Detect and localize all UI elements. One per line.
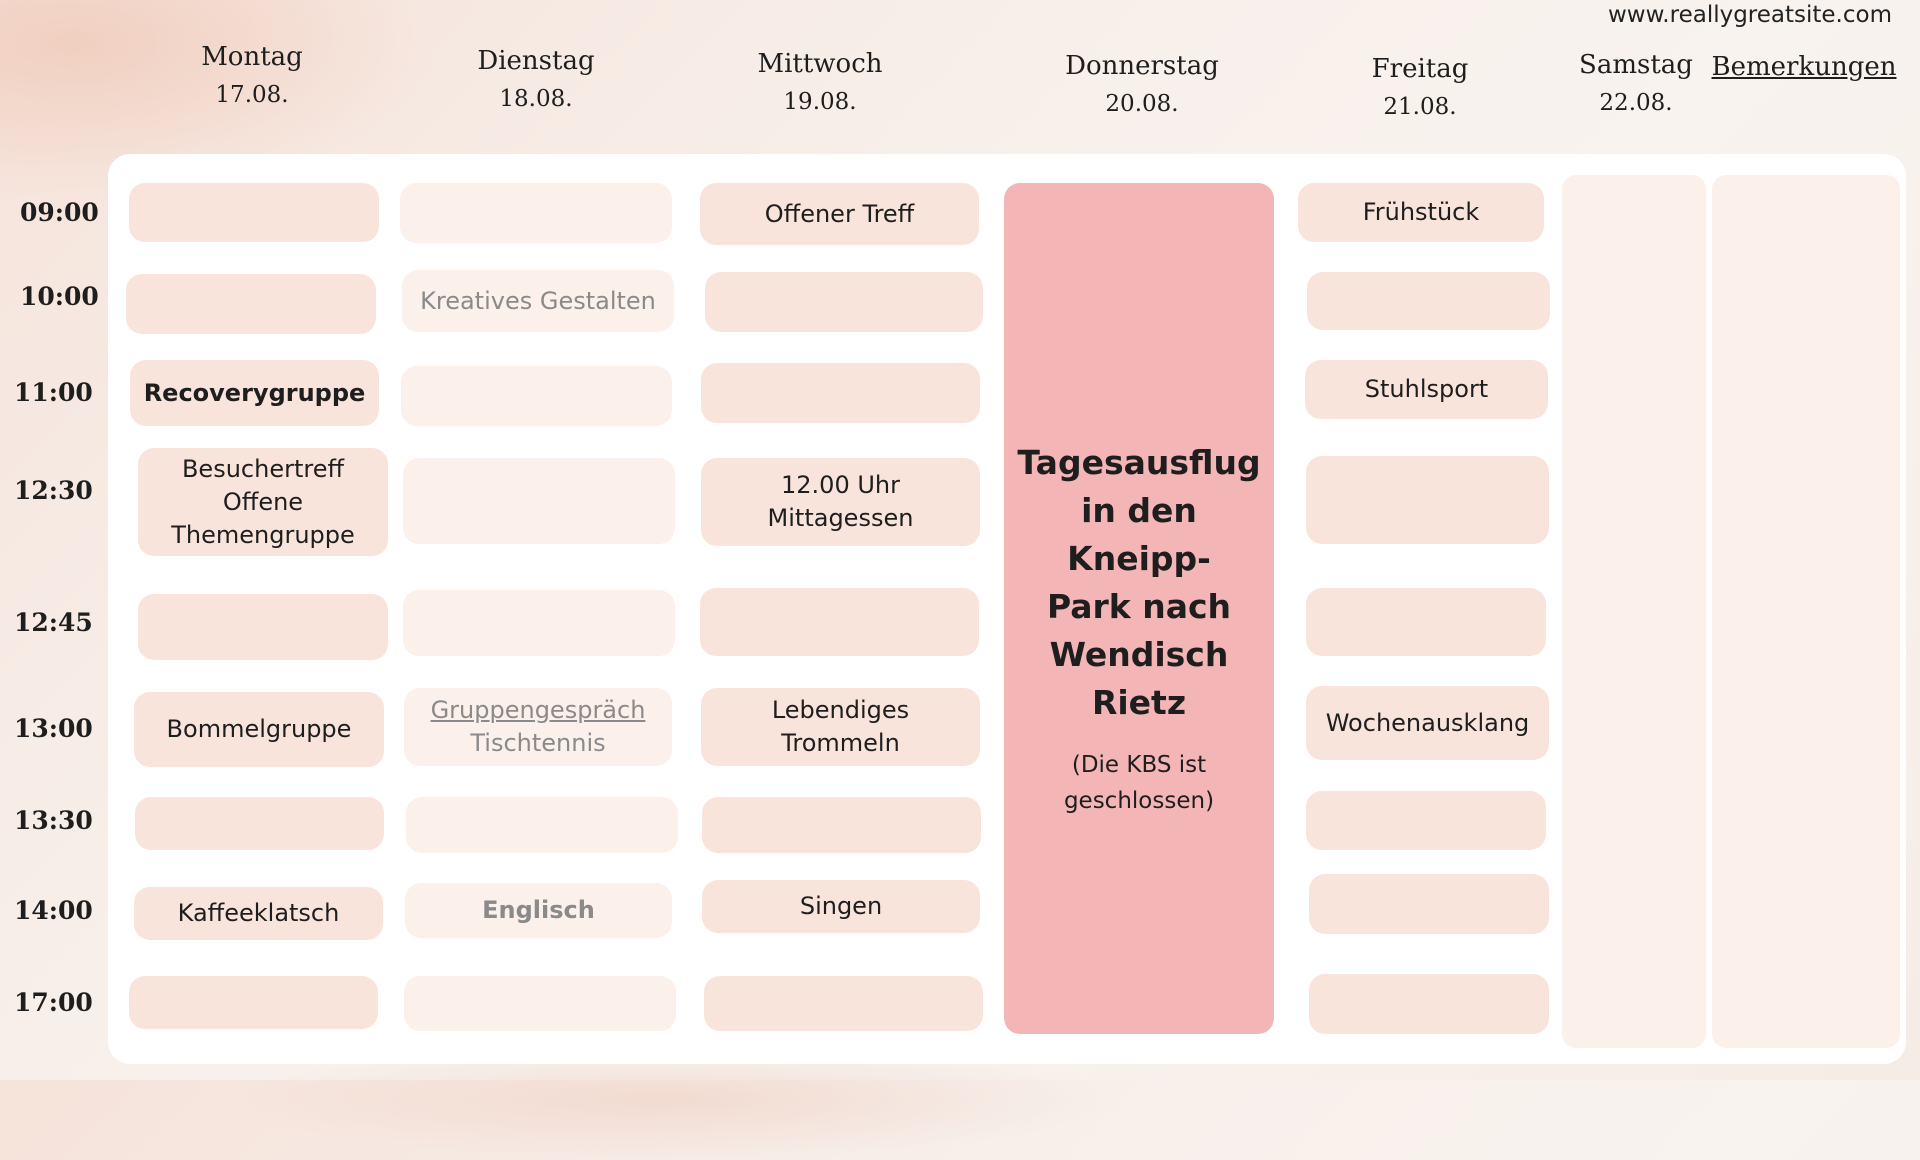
- slot-dienstag-1400[interactable]: Englisch: [405, 883, 672, 938]
- slot-mittwoch-1330[interactable]: [702, 797, 981, 853]
- day-name: Dienstag: [477, 46, 595, 76]
- slot-dienstag-1245[interactable]: [403, 590, 675, 656]
- slot-freitag-0900[interactable]: Frühstück: [1298, 183, 1544, 242]
- slot-dienstag-1700[interactable]: [404, 976, 676, 1031]
- slot-freitag-1700[interactable]: [1309, 974, 1549, 1034]
- day-header-samstag: Samstag 22.08.: [1579, 46, 1693, 122]
- slot-freitag-1100[interactable]: Stuhlsport: [1305, 360, 1548, 419]
- slot-montag-1700[interactable]: [129, 976, 378, 1029]
- slot-montag-0900[interactable]: [129, 183, 379, 242]
- time-label: 10:00: [20, 282, 99, 311]
- site-url: www.reallygreatsite.com: [1607, 2, 1892, 28]
- time-label: 09:00: [20, 198, 99, 227]
- time-label: 13:30: [14, 806, 93, 835]
- day-header-montag: Montag 17.08.: [201, 38, 303, 114]
- day-date: 19.08.: [783, 89, 857, 115]
- slot-dienstag-1330[interactable]: [406, 797, 678, 853]
- day-name: Freitag: [1371, 54, 1469, 84]
- remarks-column[interactable]: [1712, 175, 1900, 1048]
- slot-dienstag-1230[interactable]: [403, 458, 675, 544]
- slot-mittwoch-1400[interactable]: Singen: [702, 880, 980, 933]
- day-date: 18.08.: [499, 86, 573, 112]
- slot-mittwoch-1100[interactable]: [701, 363, 980, 423]
- event-line: Themengruppe: [171, 520, 355, 549]
- trip-title-line: Tagesausflug: [1017, 443, 1261, 482]
- trip-note: (Die KBS ist geschlossen): [1004, 747, 1274, 819]
- trip-note-line: geschlossen): [1063, 788, 1215, 814]
- day-name: Donnerstag: [1065, 51, 1219, 81]
- event-line: Trommeln: [781, 729, 900, 757]
- slot-freitag-1230[interactable]: [1306, 456, 1549, 544]
- slot-freitag-1330[interactable]: [1306, 791, 1546, 850]
- samstag-column[interactable]: [1562, 175, 1706, 1048]
- slot-dienstag-1000[interactable]: Kreatives Gestalten: [402, 270, 674, 332]
- day-name: Montag: [201, 42, 303, 72]
- slot-mittwoch-1000[interactable]: [705, 272, 983, 332]
- event-line: Tischtennis: [470, 729, 606, 757]
- time-label: 11:00: [14, 378, 93, 407]
- donnerstag-day-trip[interactable]: Tagesausflug in den Kneipp- Park nach We…: [1004, 183, 1274, 1034]
- remarks-header: Bemerkungen: [1712, 48, 1897, 86]
- day-header-dienstag: Dienstag 18.08.: [477, 42, 594, 118]
- trip-title-line: Park nach: [1046, 587, 1232, 626]
- day-header-freitag: Freitag 21.08.: [1372, 50, 1469, 126]
- slot-dienstag-0900[interactable]: [400, 183, 672, 243]
- slot-freitag-1245[interactable]: [1306, 588, 1546, 656]
- event-line: 12.00 Uhr: [781, 471, 900, 499]
- trip-title-line: Wendisch: [1049, 635, 1229, 674]
- day-header-donnerstag: Donnerstag 20.08.: [1065, 47, 1219, 123]
- slot-dienstag-1300[interactable]: Gruppengespräch Tischtennis: [404, 688, 672, 766]
- day-header-mittwoch: Mittwoch 19.08.: [757, 45, 882, 121]
- event-line: Offene: [222, 487, 304, 516]
- slot-montag-1400[interactable]: Kaffeeklatsch: [134, 887, 383, 940]
- time-label: 17:00: [14, 988, 93, 1017]
- time-label: 13:00: [14, 714, 93, 743]
- slot-montag-1245[interactable]: [138, 594, 388, 660]
- event-line-link[interactable]: Gruppengespräch: [430, 696, 646, 724]
- slot-freitag-1400[interactable]: [1309, 874, 1549, 934]
- day-date: 17.08.: [215, 82, 289, 108]
- time-label: 14:00: [14, 896, 93, 925]
- trip-title-line: Rietz: [1091, 683, 1187, 722]
- remarks-label: Bemerkungen: [1711, 52, 1897, 82]
- day-date: 21.08.: [1383, 94, 1457, 120]
- event-line: Lebendiges: [771, 696, 910, 724]
- slot-montag-1230[interactable]: Besuchertreff Offene Themengruppe: [138, 448, 388, 556]
- day-name: Mittwoch: [757, 49, 883, 79]
- time-label: 12:30: [14, 476, 93, 505]
- slot-montag-1330[interactable]: [135, 797, 384, 850]
- slot-montag-1000[interactable]: [126, 274, 376, 334]
- day-date: 22.08.: [1599, 90, 1673, 116]
- day-date: 20.08.: [1105, 91, 1179, 117]
- slot-freitag-1300[interactable]: Wochenausklang: [1306, 686, 1549, 760]
- slot-mittwoch-0900[interactable]: Offener Treff: [700, 183, 979, 245]
- slot-mittwoch-1230[interactable]: 12.00 Uhr Mittagessen: [701, 458, 980, 546]
- slot-mittwoch-1700[interactable]: [704, 976, 983, 1031]
- event-line: Mittagessen: [767, 504, 914, 532]
- slot-mittwoch-1300[interactable]: Lebendiges Trommeln: [701, 688, 980, 766]
- slot-montag-1100[interactable]: Recoverygruppe: [130, 360, 379, 426]
- slot-dienstag-1100[interactable]: [401, 366, 672, 426]
- slot-mittwoch-1245[interactable]: [700, 588, 979, 656]
- trip-note-line: (Die KBS ist: [1071, 752, 1207, 778]
- slot-freitag-1000[interactable]: [1307, 272, 1550, 330]
- time-label: 12:45: [14, 608, 93, 637]
- slot-montag-1300[interactable]: Bommelgruppe: [134, 692, 384, 767]
- event-line: Besuchertreff: [181, 454, 345, 483]
- day-name: Samstag: [1579, 50, 1693, 80]
- trip-title-line: in den Kneipp-: [1067, 491, 1211, 578]
